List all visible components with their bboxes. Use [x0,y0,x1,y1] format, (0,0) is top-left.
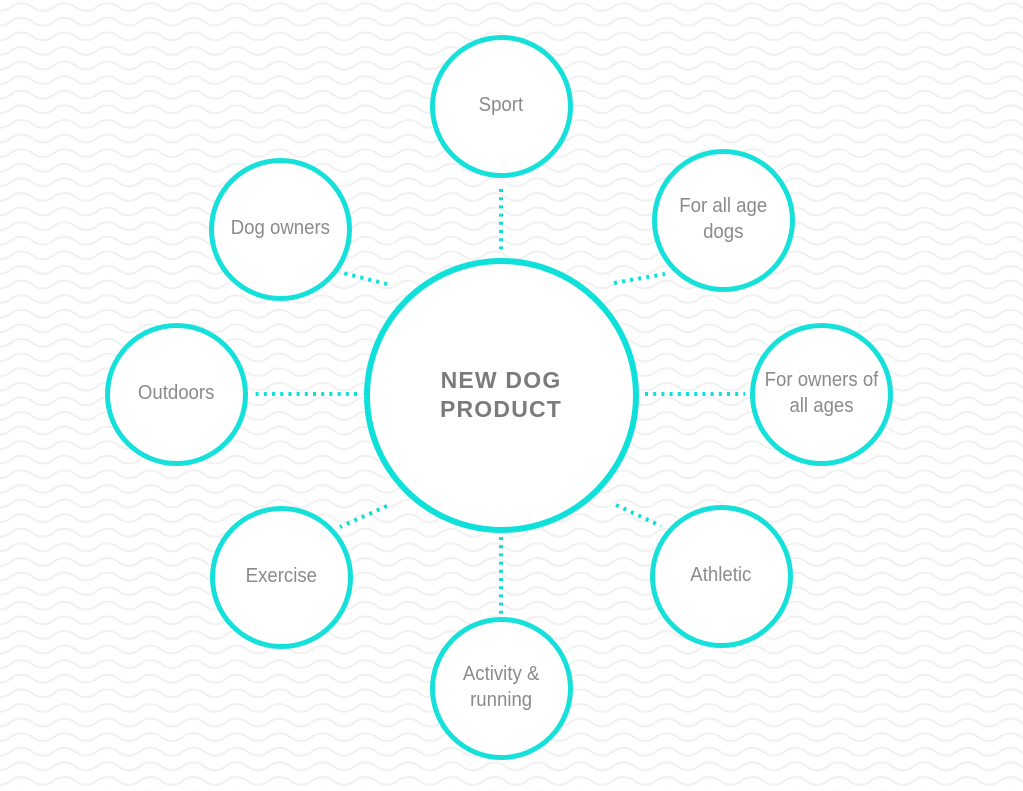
center-node-new-dog-product[interactable]: NEW DOG PRODUCT [363,257,639,533]
satellite-node-for-all-age-dogs[interactable]: For all age dogs [651,148,795,292]
satellite-label-activity-running: Activity & running [462,663,540,711]
satellite-label-exercise: Exercise [245,565,317,588]
satellite-label-dog-owners: Dog owners [230,217,330,240]
satellite-node-exercise[interactable]: Exercise [209,505,353,649]
satellite-label-for-owners-of-all-ages: For owners of all ages [764,369,878,417]
satellite-label-sport: Sport [478,94,524,117]
center-node-label: NEW DOG PRODUCT [439,367,563,422]
satellite-node-outdoors[interactable]: Outdoors [104,322,248,466]
satellite-node-athletic[interactable]: Athletic [649,504,793,648]
satellite-node-dog-owners[interactable]: Dog owners [208,157,352,301]
satellite-node-activity-running[interactable]: Activity & running [429,616,573,760]
satellite-label-outdoors: Outdoors [137,382,215,405]
satellite-node-sport[interactable]: Sport [429,34,573,178]
connector-center-to-exercise [339,504,388,529]
satellite-label-athletic: Athletic [690,564,752,587]
connector-center-to-dog-owners [338,270,388,286]
connector-center-to-athletic [615,503,662,528]
connector-center-to-for-all-age-dogs [613,272,666,285]
satellite-node-for-owners-of-all-ages[interactable]: For owners of all ages [749,322,893,466]
satellite-label-for-all-age-dogs: For all age dogs [679,195,767,243]
